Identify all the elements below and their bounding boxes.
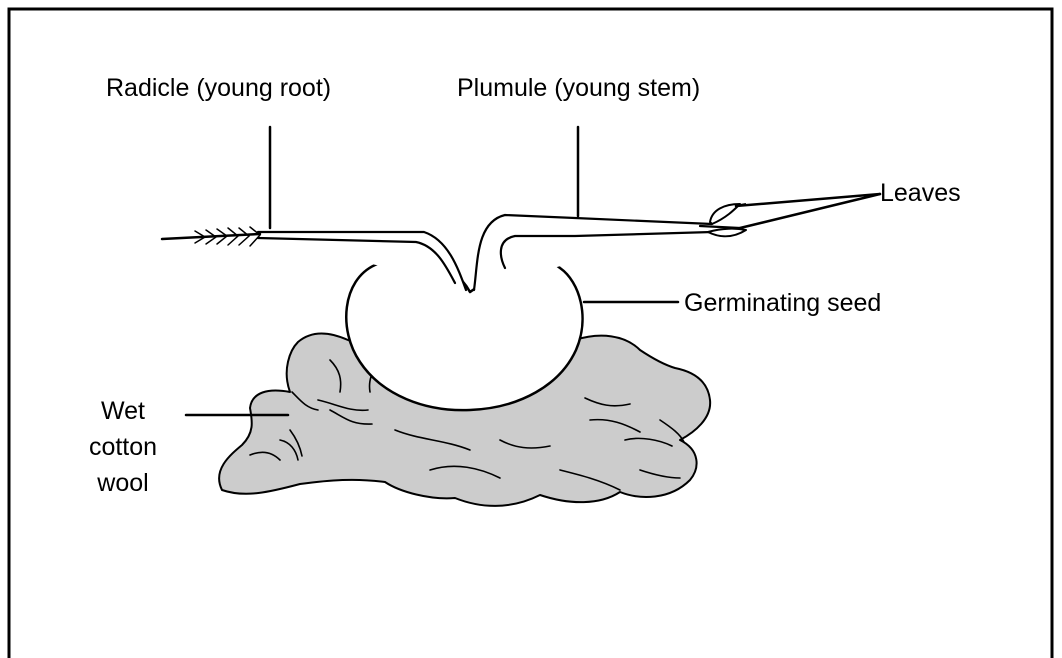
plumule-tube [474,215,712,290]
leaves-label: Leaves [880,179,961,207]
plumule-label: Plumule (young stem) [457,74,700,102]
cotton-label-line3: wool [96,469,148,497]
cotton-label-line2: cotton [89,433,157,461]
cotton-label-line1: Wet [101,397,145,425]
seed-label: Germinating seed [684,289,881,317]
radicle-tip [162,234,260,239]
radicle-label: Radicle (young root) [106,74,331,102]
plumule [474,215,740,290]
root-hairs [195,227,260,246]
leaves-cluster [708,204,746,236]
leaf-lower [708,229,746,237]
